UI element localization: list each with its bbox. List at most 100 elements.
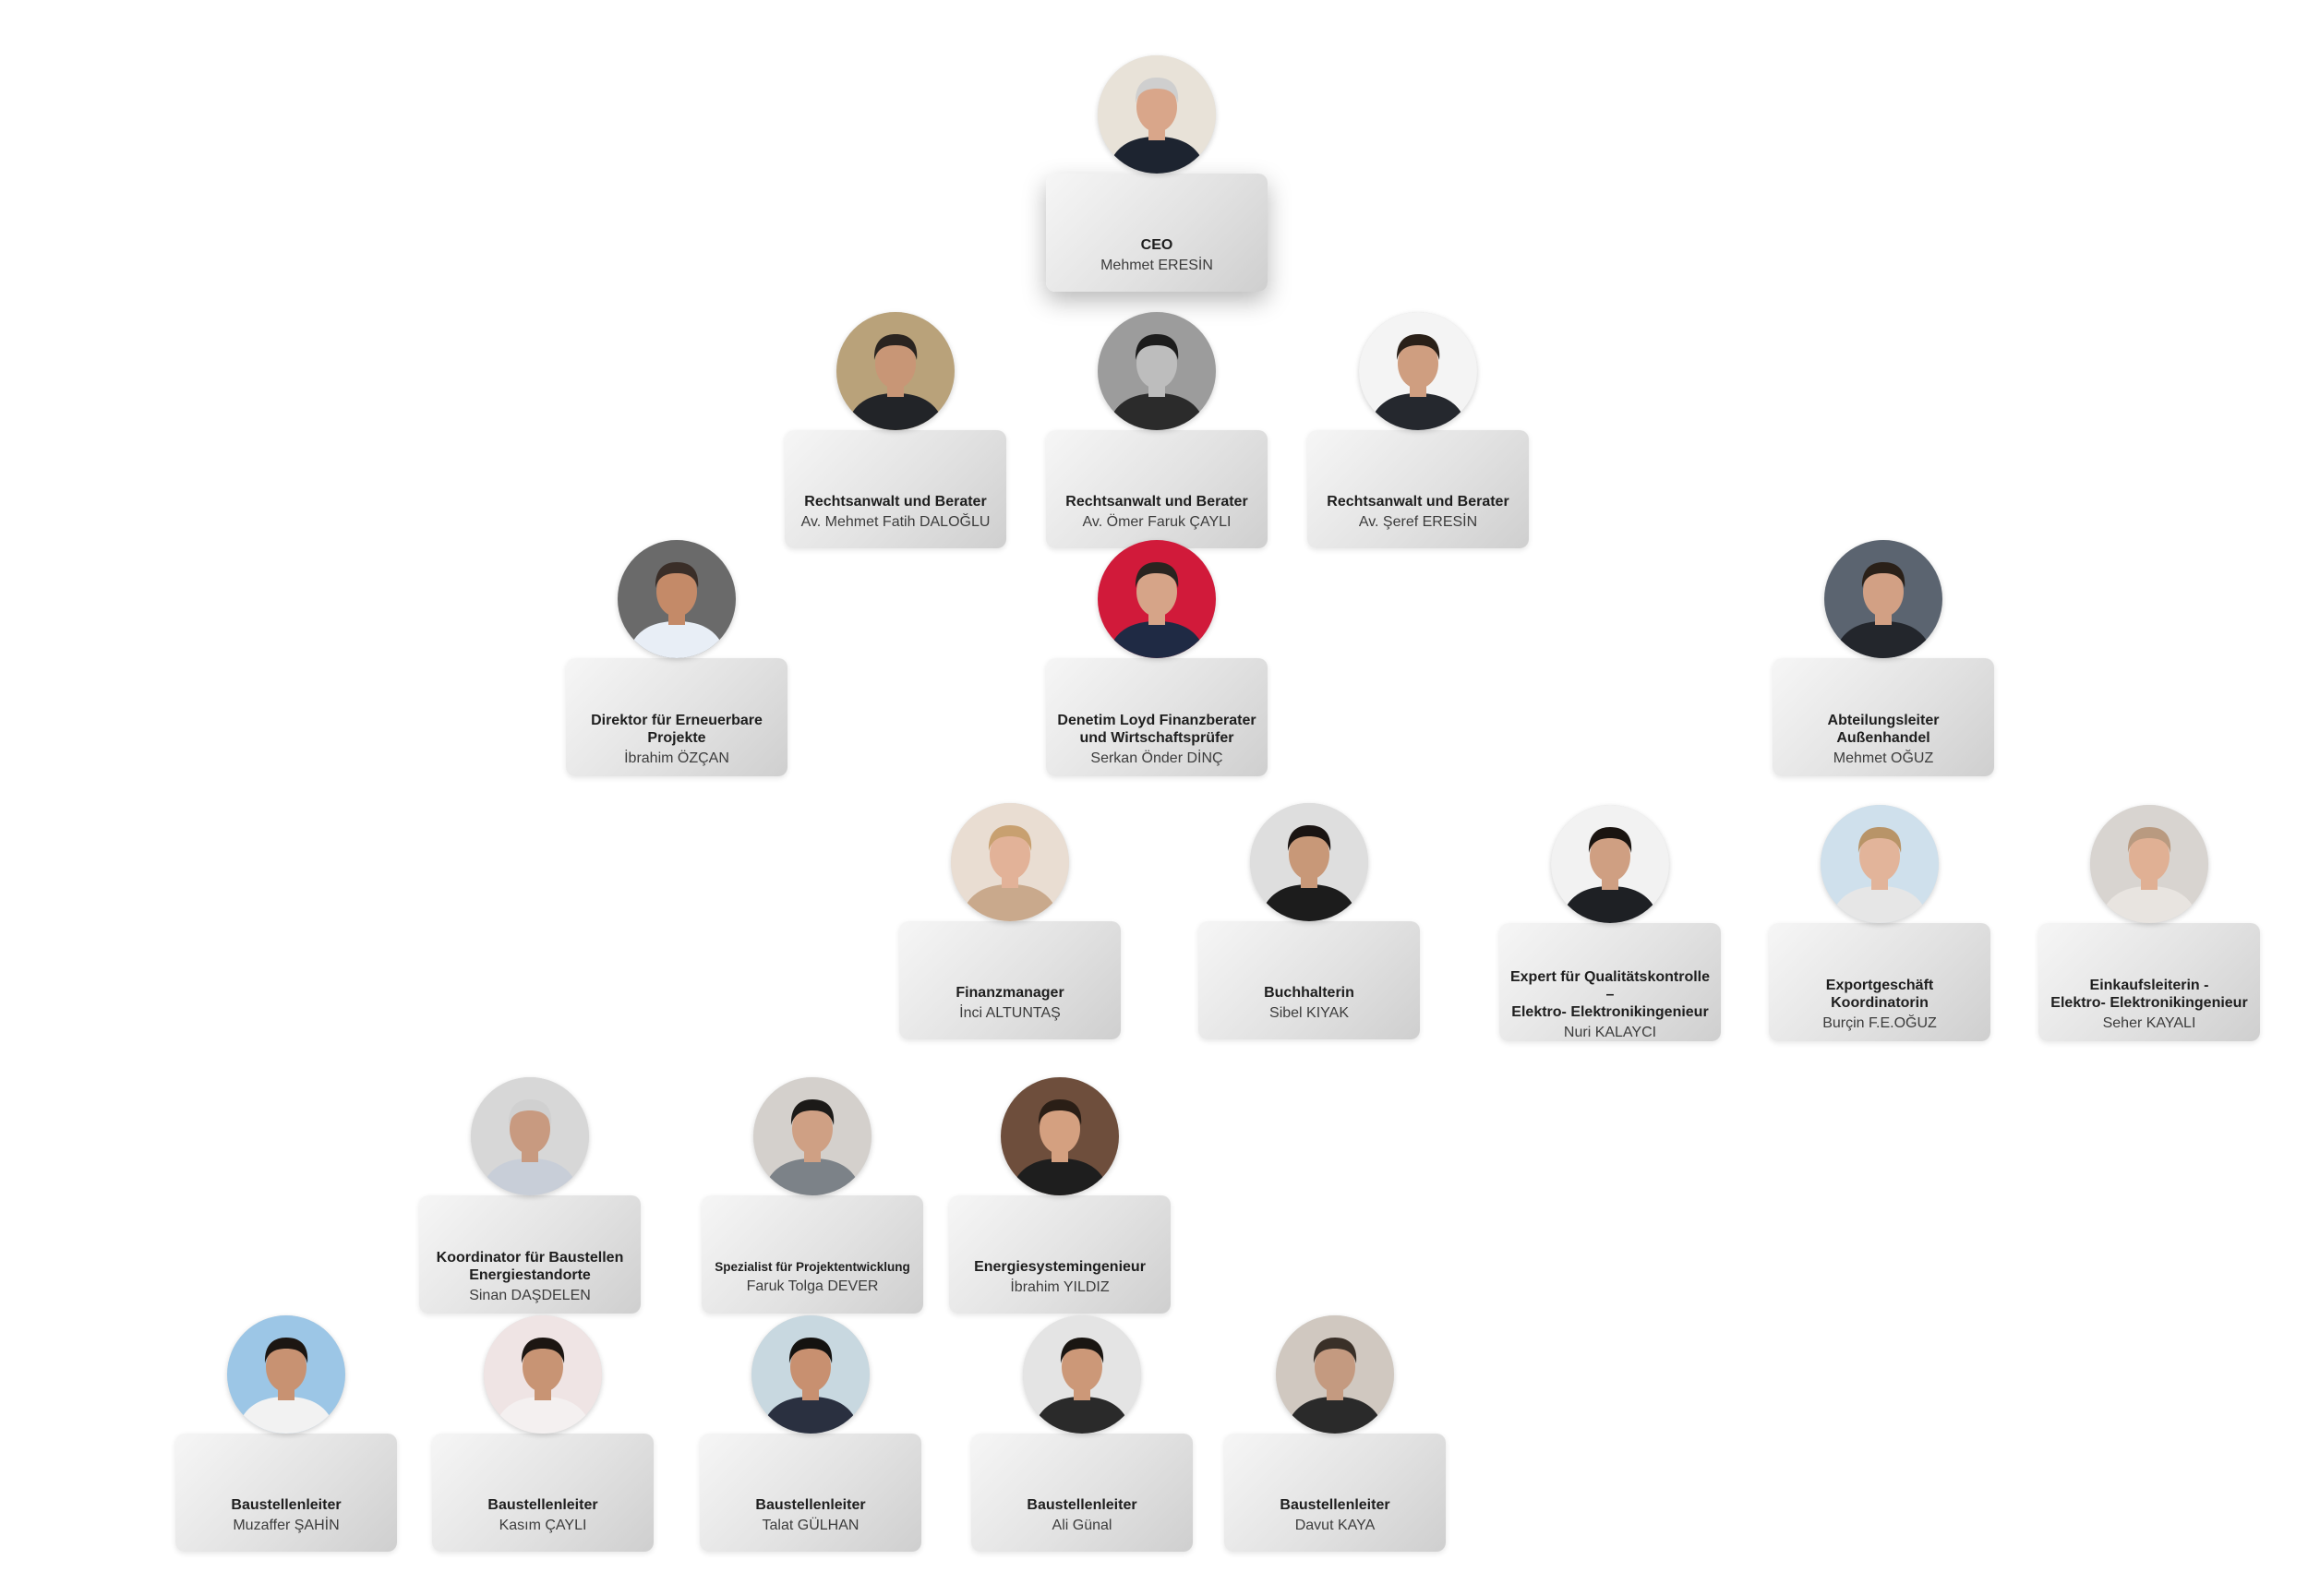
person-avatar-icon bbox=[1023, 1315, 1141, 1434]
person-name: Faruk Tolga DEVER bbox=[746, 1278, 879, 1294]
org-node-f3: Expert für Qualitätskontrolle – Elektro-… bbox=[1499, 805, 1721, 1041]
person-name: İnci ALTUNTAŞ bbox=[959, 1004, 1061, 1021]
role-title: Energiesystemingenieur bbox=[974, 1258, 1146, 1275]
person-name: Sinan DAŞDELEN bbox=[469, 1288, 591, 1303]
role-title: Rechtsanwalt und Berater bbox=[1327, 493, 1509, 510]
person-avatar-icon bbox=[2090, 805, 2208, 923]
person-name: İbrahim YILDIZ bbox=[1010, 1278, 1110, 1295]
person-avatar-icon bbox=[753, 1077, 872, 1195]
person-avatar-icon bbox=[1276, 1315, 1394, 1434]
person-avatar-icon bbox=[471, 1077, 589, 1195]
person-name: Serkan Önder DİNÇ bbox=[1090, 750, 1223, 766]
role-title: Rechtsanwalt und Berater bbox=[1065, 493, 1248, 510]
person-avatar-icon bbox=[1551, 805, 1669, 923]
role-title: Direktor für Erneuerbare Projekte bbox=[591, 713, 763, 746]
person-avatar-icon bbox=[484, 1315, 602, 1434]
person-avatar-icon bbox=[1821, 805, 1939, 923]
person-name: Talat GÜLHAN bbox=[762, 1517, 859, 1533]
person-name: Av. Mehmet Fatih DALOĞLU bbox=[800, 513, 991, 530]
role-title: Baustellenleiter bbox=[1280, 1496, 1390, 1513]
person-avatar-icon bbox=[1250, 803, 1368, 921]
person-avatar-icon bbox=[1098, 55, 1216, 174]
person-name: Seher KAYALI bbox=[2102, 1015, 2196, 1031]
person-name: Av. Şeref ERESİN bbox=[1358, 513, 1478, 530]
role-title: Buchhalterin bbox=[1264, 984, 1354, 1001]
person-name: Davut KAYA bbox=[1294, 1517, 1376, 1533]
person-name: Ali Günal bbox=[1052, 1517, 1112, 1533]
org-card: Koordinator für Baustellen Energiestando… bbox=[419, 1195, 641, 1314]
role-title: Einkaufsleiterin - Elektro- Elektronikin… bbox=[2050, 978, 2248, 1011]
role-title: Baustellenleiter bbox=[487, 1496, 598, 1513]
person-name: Av. Ömer Faruk ÇAYLI bbox=[1082, 513, 1232, 530]
org-node-ceo: CEO Mehmet ERESİN bbox=[1046, 55, 1268, 292]
person-avatar-icon bbox=[1098, 540, 1216, 658]
org-card: Expert für Qualitätskontrolle – Elektro-… bbox=[1499, 923, 1721, 1041]
role-title: Rechtsanwalt und Berater bbox=[804, 493, 987, 510]
person-avatar-icon bbox=[1824, 540, 1942, 658]
org-card: Denetim Loyd Finanzberater und Wirtschaf… bbox=[1046, 658, 1268, 776]
person-name: Burçin F.E.OĞUZ bbox=[1822, 1015, 1937, 1031]
person-avatar-icon bbox=[1098, 312, 1216, 430]
person-avatar-icon bbox=[1359, 312, 1477, 430]
role-title: CEO bbox=[1140, 236, 1173, 253]
role-title: Expert für Qualitätskontrolle – Elektro-… bbox=[1509, 968, 1711, 1020]
role-title: Finanzmanager bbox=[956, 984, 1064, 1001]
role-title: Denetim Loyd Finanzberater und Wirtschaf… bbox=[1057, 713, 1256, 746]
org-card: Einkaufsleiterin - Elektro- Elektronikin… bbox=[2038, 923, 2260, 1041]
person-name: Muzaffer ŞAHİN bbox=[233, 1517, 340, 1533]
person-avatar-icon bbox=[751, 1315, 870, 1434]
person-avatar-icon bbox=[836, 312, 955, 430]
role-title: Exportgeschäft Koordinatorin bbox=[1825, 978, 1934, 1011]
org-card: CEO Mehmet ERESİN bbox=[1046, 174, 1268, 292]
org-node-f5: Einkaufsleiterin - Elektro- Elektronikin… bbox=[2038, 805, 2260, 1041]
person-name: Mehmet ERESİN bbox=[1100, 257, 1213, 273]
org-node-p1: Koordinator für Baustellen Energiestando… bbox=[419, 1077, 641, 1314]
person-name: İbrahim ÖZÇAN bbox=[624, 750, 729, 766]
role-title: Baustellenleiter bbox=[1027, 1496, 1137, 1513]
person-name: Sibel KIYAK bbox=[1269, 1004, 1349, 1021]
role-title: Abteilungsleiter Außenhandel bbox=[1827, 713, 1940, 746]
person-avatar-icon bbox=[618, 540, 736, 658]
org-node-d2: Denetim Loyd Finanzberater und Wirtschaf… bbox=[1046, 540, 1268, 776]
person-avatar-icon bbox=[227, 1315, 345, 1434]
role-title: Baustellenleiter bbox=[755, 1496, 866, 1513]
person-avatar-icon bbox=[1001, 1077, 1119, 1195]
person-name: Kasım ÇAYLI bbox=[499, 1517, 587, 1533]
role-title: Spezialist für Projektentwicklung bbox=[715, 1259, 910, 1274]
role-title: Baustellenleiter bbox=[231, 1496, 342, 1513]
person-avatar-icon bbox=[951, 803, 1069, 921]
role-title: Koordinator für Baustellen Energiestando… bbox=[436, 1250, 624, 1283]
person-name: Mehmet OĞUZ bbox=[1833, 750, 1934, 766]
person-name: Nuri KALAYCI bbox=[1563, 1024, 1657, 1040]
